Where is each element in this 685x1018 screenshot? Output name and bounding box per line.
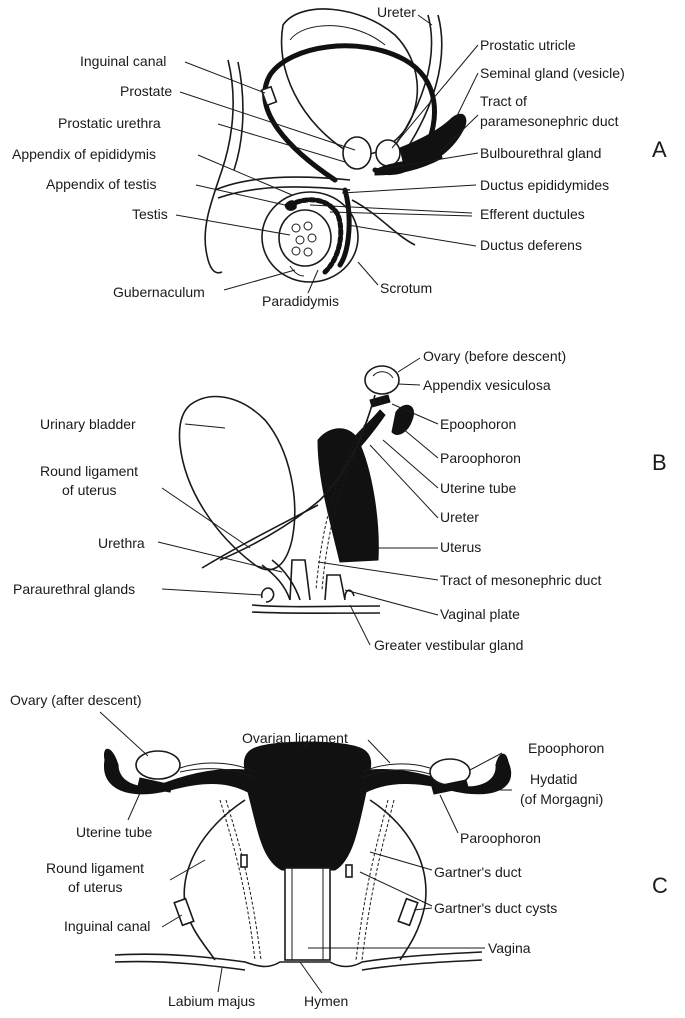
label-b-greater-vestibular-gland: Greater vestibular gland [374, 637, 523, 653]
label-b-uterine-tube: Uterine tube [440, 480, 516, 496]
label-c-gartners-duct-cysts: Gartner's duct cysts [434, 900, 557, 916]
label-a-gubernaculum: Gubernaculum [113, 284, 205, 300]
label-c-labium-majus: Labium majus [168, 993, 255, 1009]
label-c-round-ligament-line1: Round ligament [46, 860, 144, 876]
label-b-ovary-before-descent: Ovary (before descent) [423, 348, 566, 364]
panel-letter-a: A [652, 137, 667, 162]
panel-b: Ovary (before descent) Appendix vesiculo… [13, 348, 667, 653]
label-a-bulbourethral-gland: Bulbourethral gland [480, 145, 601, 161]
label-c-vagina: Vagina [488, 940, 531, 956]
label-c-uterine-tube: Uterine tube [76, 824, 152, 840]
label-a-seminal-gland: Seminal gland (vesicle) [480, 65, 625, 81]
panel-letter-b: B [652, 450, 667, 475]
label-a-prostatic-utricle: Prostatic utricle [480, 37, 576, 53]
label-a-ureter: Ureter [377, 4, 416, 20]
label-a-tract-line2: paramesonephric duct [480, 113, 619, 129]
label-c-ovary-after-descent: Ovary (after descent) [10, 692, 142, 708]
label-c-gartners-duct: Gartner's duct [434, 864, 522, 880]
label-c-hydatid-line2: (of Morgagni) [520, 791, 603, 807]
label-b-tract-of-mesonephric-duct: Tract of mesonephric duct [440, 572, 601, 588]
label-c-hydatid-line1: Hydatid [530, 771, 577, 787]
panel-b-leaders [158, 358, 438, 645]
label-b-round-ligament-line1: Round ligament [40, 463, 138, 479]
label-b-paraurethral-glands: Paraurethral glands [13, 581, 135, 597]
label-b-uterus: Uterus [440, 539, 481, 555]
label-c-ovarian-ligament: Ovarian ligament [242, 730, 348, 746]
label-b-vaginal-plate: Vaginal plate [440, 606, 520, 622]
panel-b-drawing [179, 366, 413, 613]
panel-a: Ureter Prostatic utricle Seminal gland (… [12, 4, 667, 309]
label-a-appendix-of-epididymis: Appendix of epididymis [12, 146, 156, 162]
label-a-appendix-of-testis: Appendix of testis [46, 176, 157, 192]
label-b-urinary-bladder: Urinary bladder [40, 416, 136, 432]
label-c-paroophoron: Paroophoron [460, 830, 541, 846]
label-c-epoophoron: Epoophoron [528, 740, 604, 756]
panel-a-drawing [205, 9, 466, 282]
label-c-inguinal-canal: Inguinal canal [64, 918, 150, 934]
label-a-ductus-deferens: Ductus deferens [480, 237, 582, 253]
label-b-ureter: Ureter [440, 509, 479, 525]
label-a-ductus-epididymides: Ductus epididymides [480, 177, 609, 193]
label-a-scrotum: Scrotum [380, 280, 432, 296]
label-b-urethra: Urethra [98, 535, 145, 551]
label-b-appendix-vesiculosa: Appendix vesiculosa [423, 377, 551, 393]
label-a-inguinal-canal: Inguinal canal [80, 53, 166, 69]
label-c-round-ligament-line2: of uterus [68, 879, 122, 895]
label-b-epoophoron: Epoophoron [440, 416, 516, 432]
panel-c: Ovary (after descent) Ovarian ligament E… [10, 692, 668, 1009]
label-a-testis: Testis [132, 206, 168, 222]
panel-letter-c: C [652, 873, 668, 898]
label-b-paroophoron: Paroophoron [440, 450, 521, 466]
label-a-tract-line1: Tract of [480, 93, 527, 109]
label-b-round-ligament-line2: of uterus [62, 482, 116, 498]
label-a-efferent-ductules: Efferent ductules [480, 206, 585, 222]
label-a-prostate: Prostate [120, 83, 172, 99]
label-a-paradidymis: Paradidymis [262, 293, 339, 309]
panel-c-drawing [104, 742, 510, 970]
label-a-prostatic-urethra: Prostatic urethra [58, 115, 161, 131]
label-c-hymen: Hymen [304, 993, 348, 1009]
